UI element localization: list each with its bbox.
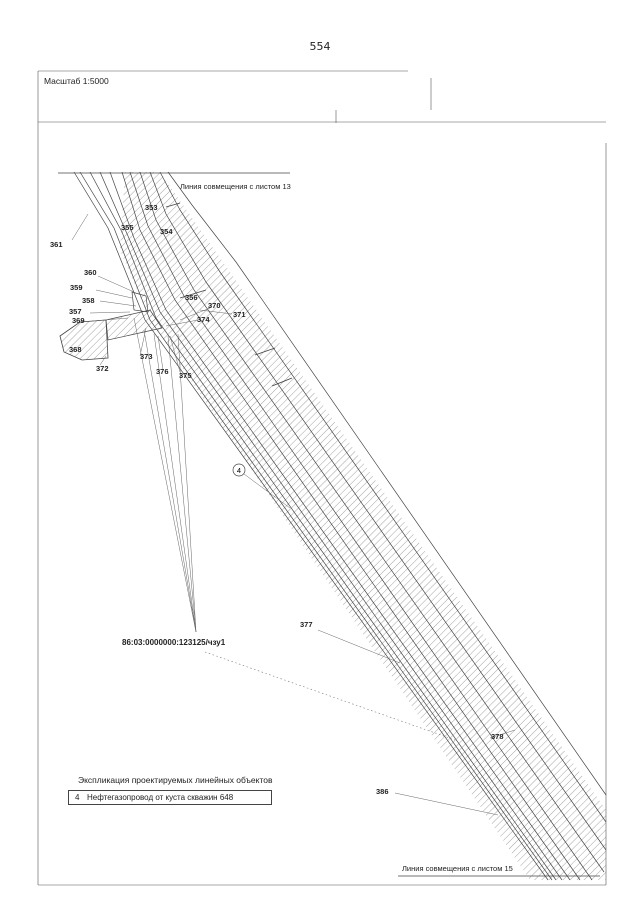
legend-item-name: Нефтегазопровод от куста скважин 648: [87, 793, 234, 802]
label-368: 368: [69, 345, 82, 354]
label-386: 386: [376, 787, 389, 796]
label-360: 360: [84, 268, 97, 277]
corridor-hatched-band: [120, 172, 606, 880]
pad-node: [131, 291, 149, 313]
label-359: 359: [70, 283, 83, 292]
label-355: 355: [121, 223, 134, 232]
label-374: 374: [197, 315, 210, 324]
scale-label: Масштаб 1:5000: [44, 76, 109, 86]
legend-title: Экспликация проектируемых линейных объек…: [78, 775, 273, 785]
label-356: 356: [185, 293, 198, 302]
pad-connector: [105, 309, 163, 341]
label-353: 353: [145, 203, 158, 212]
label-369: 369: [72, 316, 85, 325]
circled-label-ring: [232, 463, 246, 477]
label-358: 358: [82, 296, 95, 305]
label-376: 376: [156, 367, 169, 376]
label-378: 378: [491, 732, 504, 741]
legend-row: 4 Нефтегазопровод от куста скважин 648: [68, 790, 272, 805]
label-377: 377: [300, 620, 313, 629]
label-372: 372: [96, 364, 109, 373]
label-370: 370: [208, 301, 221, 310]
leader-lines: [71, 213, 516, 816]
page-number: 554: [309, 40, 331, 53]
label-354: 354: [160, 227, 173, 236]
label-373: 373: [140, 352, 153, 361]
corridor-lines: [73, 171, 607, 881]
match-line-bottom-label: Линия совмещения с листом 15: [402, 864, 513, 873]
sheet-frame: [37, 70, 607, 886]
cadastral-leaders: [133, 317, 197, 633]
well-pad: [59, 319, 109, 361]
label-375: 375: [179, 371, 192, 380]
label-361: 361: [50, 240, 63, 249]
match-line-top-label: Линия совмещения с листом 13: [180, 182, 291, 191]
label-357: 357: [69, 307, 82, 316]
legend-item-number: 4: [75, 793, 80, 802]
label-371: 371: [233, 310, 246, 319]
circled-label-text: 4: [237, 466, 241, 475]
cadastral-dashed-leader: [204, 651, 456, 741]
corridor-crossings: [165, 202, 293, 387]
cadastral-number: 86:03:0000000:123125/чзу1: [122, 638, 226, 647]
